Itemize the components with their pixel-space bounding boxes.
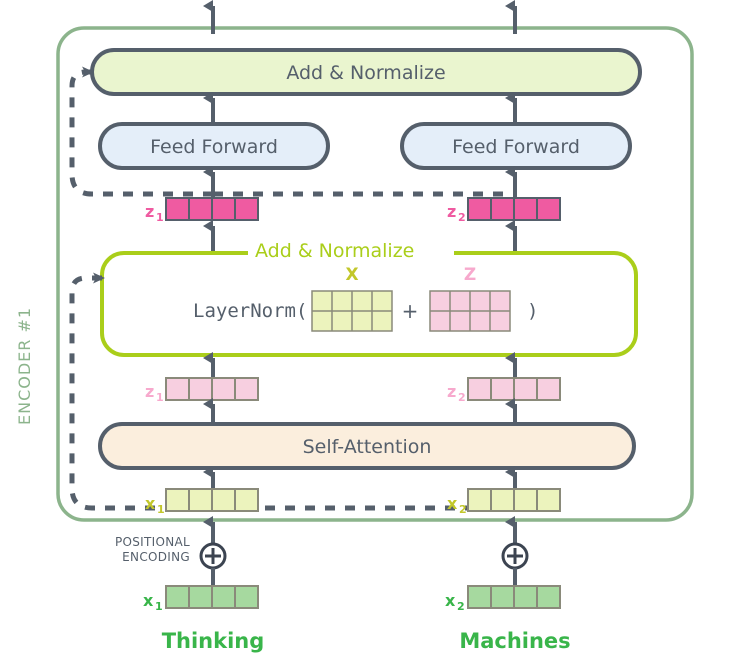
matrix-z	[429, 290, 511, 332]
vector-z1-attn: z 1	[145, 377, 259, 404]
matrix-z-title: Z	[464, 265, 476, 285]
vector-x1-embed-label: x	[143, 591, 154, 610]
vector-x1-embed-pos: x 1	[145, 488, 259, 516]
vector-z2-attn-label: z	[447, 382, 456, 401]
feed-forward-left-label: Feed Forward	[150, 136, 278, 158]
positional-encoding-line2: ENCODING	[122, 550, 190, 564]
encoder-container-outline	[56, 26, 694, 522]
matrix-x	[311, 290, 393, 332]
vector-x1-embed: x 1	[143, 585, 259, 613]
positional-encoding-line1: POSITIONAL	[115, 535, 190, 549]
layernorm-plus-sign: +	[402, 299, 419, 323]
vector-z1-attn-subscript: 1	[156, 391, 164, 404]
vector-z2-out: z 2	[447, 197, 561, 224]
add-normalize-inline-label: Add & Normalize	[255, 240, 414, 262]
feed-forward-right-label: Feed Forward	[452, 136, 580, 158]
input-word-machines: Machines	[459, 629, 570, 653]
positional-encoding-plus-icon-left	[199, 542, 227, 570]
vector-z1-out-subscript: 1	[156, 211, 164, 224]
feed-forward-right-box[interactable]	[400, 122, 632, 170]
self-attention-box[interactable]	[98, 422, 636, 470]
vector-x2-embed: x 2	[445, 585, 561, 613]
positional-encoding-plus-icon-right	[501, 542, 529, 570]
vector-z1-attn-label: z	[145, 382, 154, 401]
encoder-label: ENCODER #1	[15, 307, 34, 425]
vector-x1-embed-subscript: 1	[155, 600, 163, 613]
vector-z2-out-label: z	[447, 202, 456, 221]
feed-forward-left-box[interactable]	[98, 122, 330, 170]
addnorm-inline-label-backdrop	[248, 240, 454, 262]
vector-x2-embed-subscript: 2	[457, 600, 465, 613]
input-word-thinking: Thinking	[162, 629, 265, 653]
vector-z1-out: z 1	[145, 197, 259, 224]
vector-z2-attn-subscript: 2	[458, 391, 466, 404]
layernorm-expr-open: LayerNorm(	[193, 300, 307, 322]
add-normalize-top-label: Add & Normalize	[286, 62, 445, 84]
vector-x2-embed-label: x	[445, 591, 456, 610]
residual-dashed-path-upper	[69, 66, 213, 197]
residual-dashed-path-lower	[69, 272, 515, 511]
vector-x2-embed-pos-subscript: 2	[459, 503, 467, 516]
vector-z1-out-label: z	[145, 202, 154, 221]
layernorm-expr-close: )	[527, 300, 538, 322]
vector-z2-attn: z 2	[447, 377, 561, 404]
self-attention-label: Self-Attention	[303, 436, 432, 458]
matrix-x-title: X	[345, 265, 358, 285]
vector-x2-embed-pos-label: x	[447, 494, 458, 513]
vector-x1-embed-pos-label: x	[145, 494, 156, 513]
vector-x1-embed-pos-subscript: 1	[157, 503, 165, 516]
vector-z2-out-subscript: 2	[458, 211, 466, 224]
vector-x2-embed-pos: x 2	[447, 488, 561, 516]
